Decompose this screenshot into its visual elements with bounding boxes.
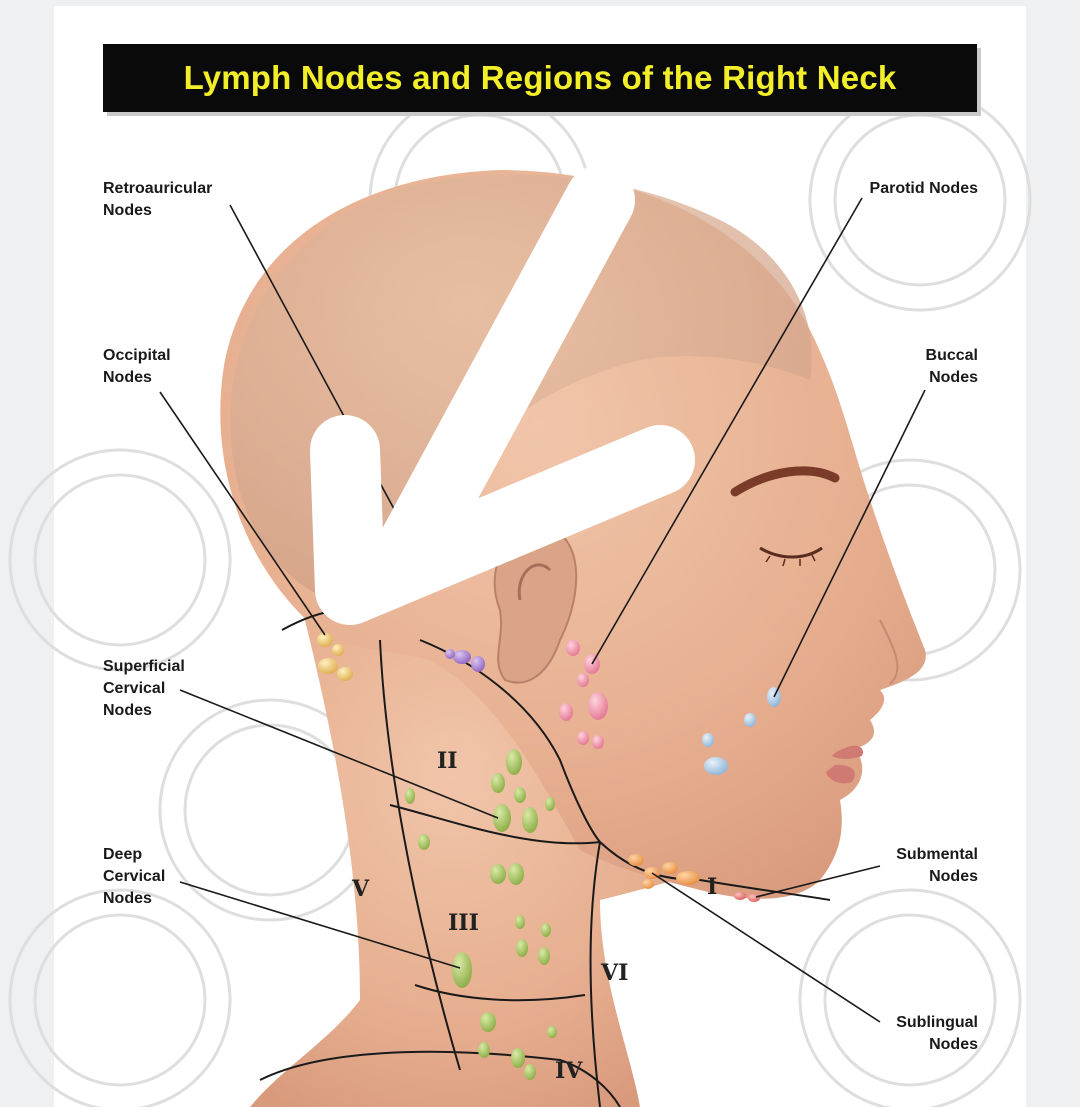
label-line: Retroauricular [103, 180, 213, 197]
nose-outline [879, 619, 899, 685]
closed-eye [759, 546, 823, 559]
label-line: Nodes [929, 369, 978, 386]
occipital-node-cluster [317, 633, 353, 681]
ear-fold [517, 563, 552, 601]
region-label-iii: III [448, 910, 479, 936]
label-line: Nodes [103, 202, 152, 219]
label-submental-nodes: Submental Nodes [896, 844, 978, 888]
label-line: Nodes [103, 369, 152, 386]
title-bar: Lymph Nodes and Regions of the Right Nec… [103, 44, 977, 112]
neck-shape [250, 600, 700, 1107]
label-line: Nodes [103, 890, 152, 907]
label-line: Nodes [929, 868, 978, 885]
eyebrow [730, 466, 840, 497]
cervical-node-cluster [405, 749, 557, 1080]
label-deep-cervical-nodes: Deep Cervical Nodes [103, 844, 165, 910]
label-line: Buccal [925, 347, 978, 364]
label-line: Cervical [103, 680, 166, 697]
diagram-title: Lymph Nodes and Regions of the Right Nec… [183, 59, 897, 96]
label-retroauricular-nodes: Retroauricular Nodes [103, 178, 212, 222]
label-line: Occipital [103, 347, 171, 364]
region-label-i: I [707, 874, 718, 900]
parotid-node-cluster [559, 640, 608, 749]
region-label-iv: IV [555, 1058, 583, 1084]
region-label-vi: VI [601, 960, 629, 986]
label-parotid-nodes: Parotid Nodes [870, 178, 978, 200]
label-line: Cervical [103, 868, 166, 885]
label-line: Parotid Nodes [869, 180, 978, 197]
eyelashes [765, 554, 816, 567]
label-sublingual-nodes: Sublingual Nodes [896, 1012, 978, 1056]
lips [826, 745, 864, 784]
retroauricular-node-cluster [445, 649, 485, 672]
label-line: Nodes [103, 702, 152, 719]
buccal-node-cluster [702, 687, 781, 775]
leader-lines [159, 197, 926, 1023]
label-line: Sublingual [896, 1014, 978, 1031]
redaction-arrow [310, 165, 695, 625]
label-occipital-nodes: Occipital Nodes [103, 345, 171, 389]
region-label-v: V [352, 876, 370, 902]
submandibular-node-cluster [628, 854, 700, 889]
label-line: Superficial [103, 658, 185, 675]
region-label-ii: II [437, 748, 458, 774]
label-buccal-nodes: Buccal Nodes [926, 345, 978, 389]
label-line: Submental [896, 846, 978, 863]
label-line: Nodes [929, 1036, 978, 1053]
label-superficial-cervical-nodes: Superficial Cervical Nodes [103, 656, 185, 722]
label-line: Deep [103, 846, 143, 863]
